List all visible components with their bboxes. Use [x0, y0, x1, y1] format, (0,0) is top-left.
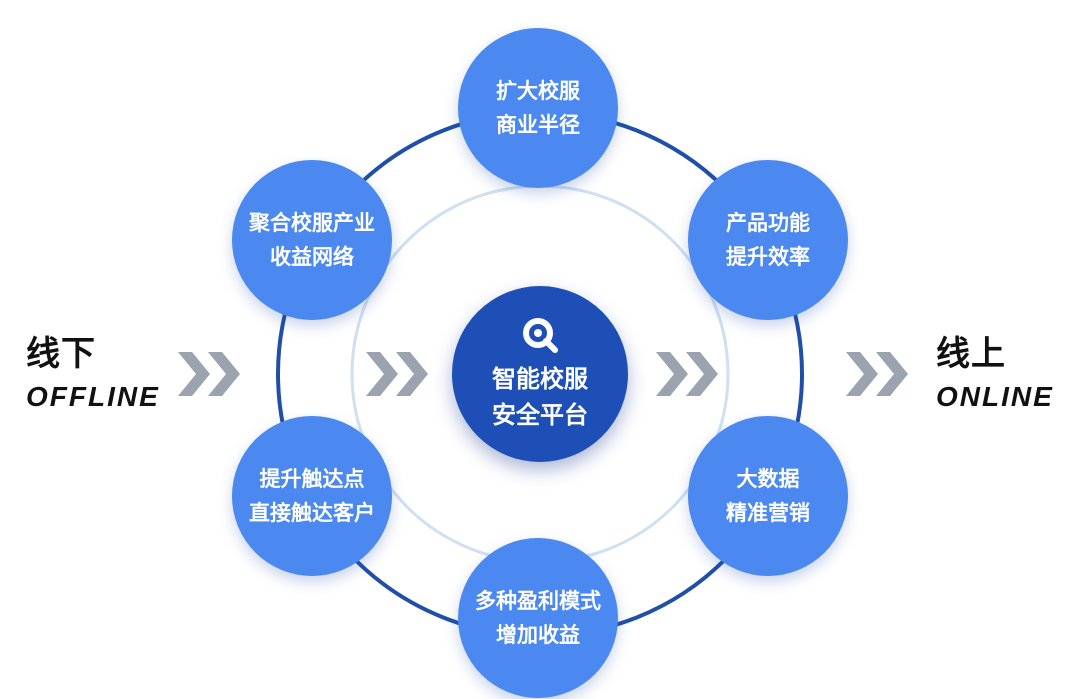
offline-label-en: OFFLINE [26, 381, 160, 412]
center-line-2: 安全平台 [492, 401, 588, 429]
magnifier-q-icon [523, 318, 558, 353]
online-label: 线上 ONLINE [936, 326, 1054, 413]
offline-label: 线下 OFFLINE [26, 326, 160, 413]
node-line-2: 精准营销 [726, 501, 810, 525]
node-line-1: 多种盈利模式 [475, 589, 601, 613]
chevron-right-outer-icon [846, 352, 908, 396]
online-label-zh: 线上 [936, 334, 1006, 374]
node-product-efficiency: 产品功能 提升效率 [688, 160, 848, 320]
node-line-1: 大数据 [736, 467, 800, 491]
node-big-data-marketing: 大数据 精准营销 [688, 416, 848, 576]
center-line-1: 智能校服 [492, 365, 588, 393]
offline-label-zh: 线下 [26, 334, 96, 374]
chevron-right-inner-icon [656, 352, 718, 396]
node-line-1: 产品功能 [726, 211, 810, 235]
node-line-2: 提升效率 [726, 245, 810, 269]
chevron-left-inner-icon [366, 352, 428, 396]
node-expand-business: 扩大校服 商业半径 [458, 28, 618, 188]
node-line-1: 提升触达点 [259, 467, 365, 491]
node-touchpoints: 提升触达点 直接触达客户 [232, 416, 392, 576]
node-profit-models: 多种盈利模式 增加收益 [458, 538, 618, 698]
node-line-1: 聚合校服产业 [249, 211, 375, 235]
chevron-left-outer-icon [178, 352, 240, 396]
online-label-en: ONLINE [936, 381, 1054, 412]
node-line-2: 增加收益 [496, 623, 580, 647]
node-aggregate-network: 聚合校服产业 收益网络 [232, 160, 392, 320]
node-line-2: 收益网络 [270, 245, 354, 269]
node-line-1: 扩大校服 [496, 79, 580, 103]
center-node: 智能校服 安全平台 [452, 286, 628, 462]
node-line-2: 商业半径 [496, 113, 580, 137]
node-line-2: 直接触达客户 [249, 501, 375, 525]
